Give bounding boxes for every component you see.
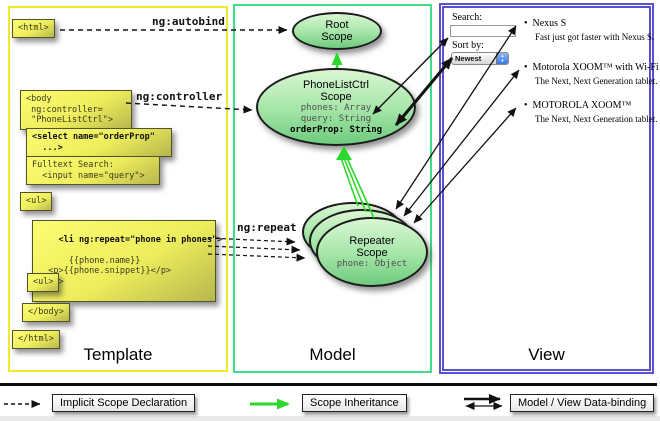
phone-list-item: • Motorola XOOM™ with Wi-Fi <box>524 57 659 75</box>
phonelistctrl-prop-orderprop: orderProp: String <box>289 124 383 135</box>
model-column <box>233 4 432 373</box>
sort-by-label: Sort by: <box>452 40 484 51</box>
code-box-body-open: <body ng:controller= "PhoneListCtrl"> <box>20 90 132 130</box>
code-box-li-repeat: <li ng:repeat="phone in phones"> {{phone… <box>32 220 222 302</box>
phone-item-title: Nexus S <box>532 18 567 29</box>
root-scope-title: Root Scope <box>321 19 353 43</box>
legend-implicit-scope-declaration: Implicit Scope Declaration <box>52 394 196 412</box>
ng-autobind-label: ng:autobind <box>152 15 225 28</box>
root-scope-ellipse: Root Scope <box>292 12 382 50</box>
sort-dropdown-value: Newest <box>455 54 482 63</box>
view-column-label: View <box>528 345 565 364</box>
code-box-ul-close: <ul> <box>27 273 60 292</box>
legend-scope-inheritance: Scope Inheritance <box>302 394 407 412</box>
repeater-prop-phone: phone: Object <box>336 258 408 269</box>
phone-item-desc: Fast just got faster with Nexus S. <box>535 32 655 42</box>
phone-item-title: MOTOROLA XOOM™ <box>532 100 632 111</box>
repeater-scope-ellipse-front: Repeater Scope phone: Object <box>316 217 428 287</box>
phone-item-title: Motorola XOOM™ with Wi-Fi <box>532 62 659 73</box>
bullet-icon: • <box>524 18 528 29</box>
ng-repeat-label: ng:repeat <box>237 221 297 234</box>
phone-list-item: • MOTOROLA XOOM™ <box>524 95 631 113</box>
bullet-icon: • <box>524 62 528 73</box>
legend-separator-line <box>0 383 657 386</box>
dropdown-stepper-icon: ▲ ▼ <box>496 53 508 64</box>
bullet-icon: • <box>524 100 528 111</box>
phonelistctrl-scope-ellipse: PhoneListCtrl Scope phones: Array query:… <box>256 68 416 146</box>
phone-list-item: • Nexus S <box>524 13 566 31</box>
repeater-scope-title: Repeater Scope <box>349 234 395 259</box>
bottom-strip <box>0 416 660 421</box>
code-box-body-close: </body> <box>22 303 70 322</box>
sort-dropdown[interactable]: Newest ▲ ▼ <box>451 52 509 65</box>
code-box-ul-open: <ul> <box>20 192 53 211</box>
template-column-label: Template <box>83 345 153 364</box>
stepper-down-icon: ▼ <box>500 57 505 63</box>
phonelistctrl-prop-phones: phones: Array <box>300 102 372 113</box>
phonelistctrl-scope-title: PhoneListCtrl Scope <box>302 78 370 103</box>
phone-item-desc: The Next, Next Generation tablet. <box>535 114 658 124</box>
model-column-label: Model <box>309 345 356 364</box>
li-repeat-first-line: <li ng:repeat="phone in phones"> <box>58 234 223 245</box>
code-box-html-close: </html> <box>12 330 60 349</box>
code-box-select-orderprop: <select name="orderProp" ...> <box>26 128 172 157</box>
phonelistctrl-prop-query: query: String <box>300 113 372 124</box>
search-label: Search: <box>452 12 482 23</box>
code-box-html-open: <html> <box>12 19 55 38</box>
legend-model-view-databinding: Model / View Data-binding <box>510 394 655 412</box>
ng-controller-label: ng:controller <box>136 90 223 103</box>
search-input[interactable] <box>450 25 516 37</box>
code-box-fulltext-search: Fulltext Search: <input name="query"> <box>26 156 160 185</box>
phone-item-desc: The Next, Next Generation tablet. <box>535 76 658 86</box>
